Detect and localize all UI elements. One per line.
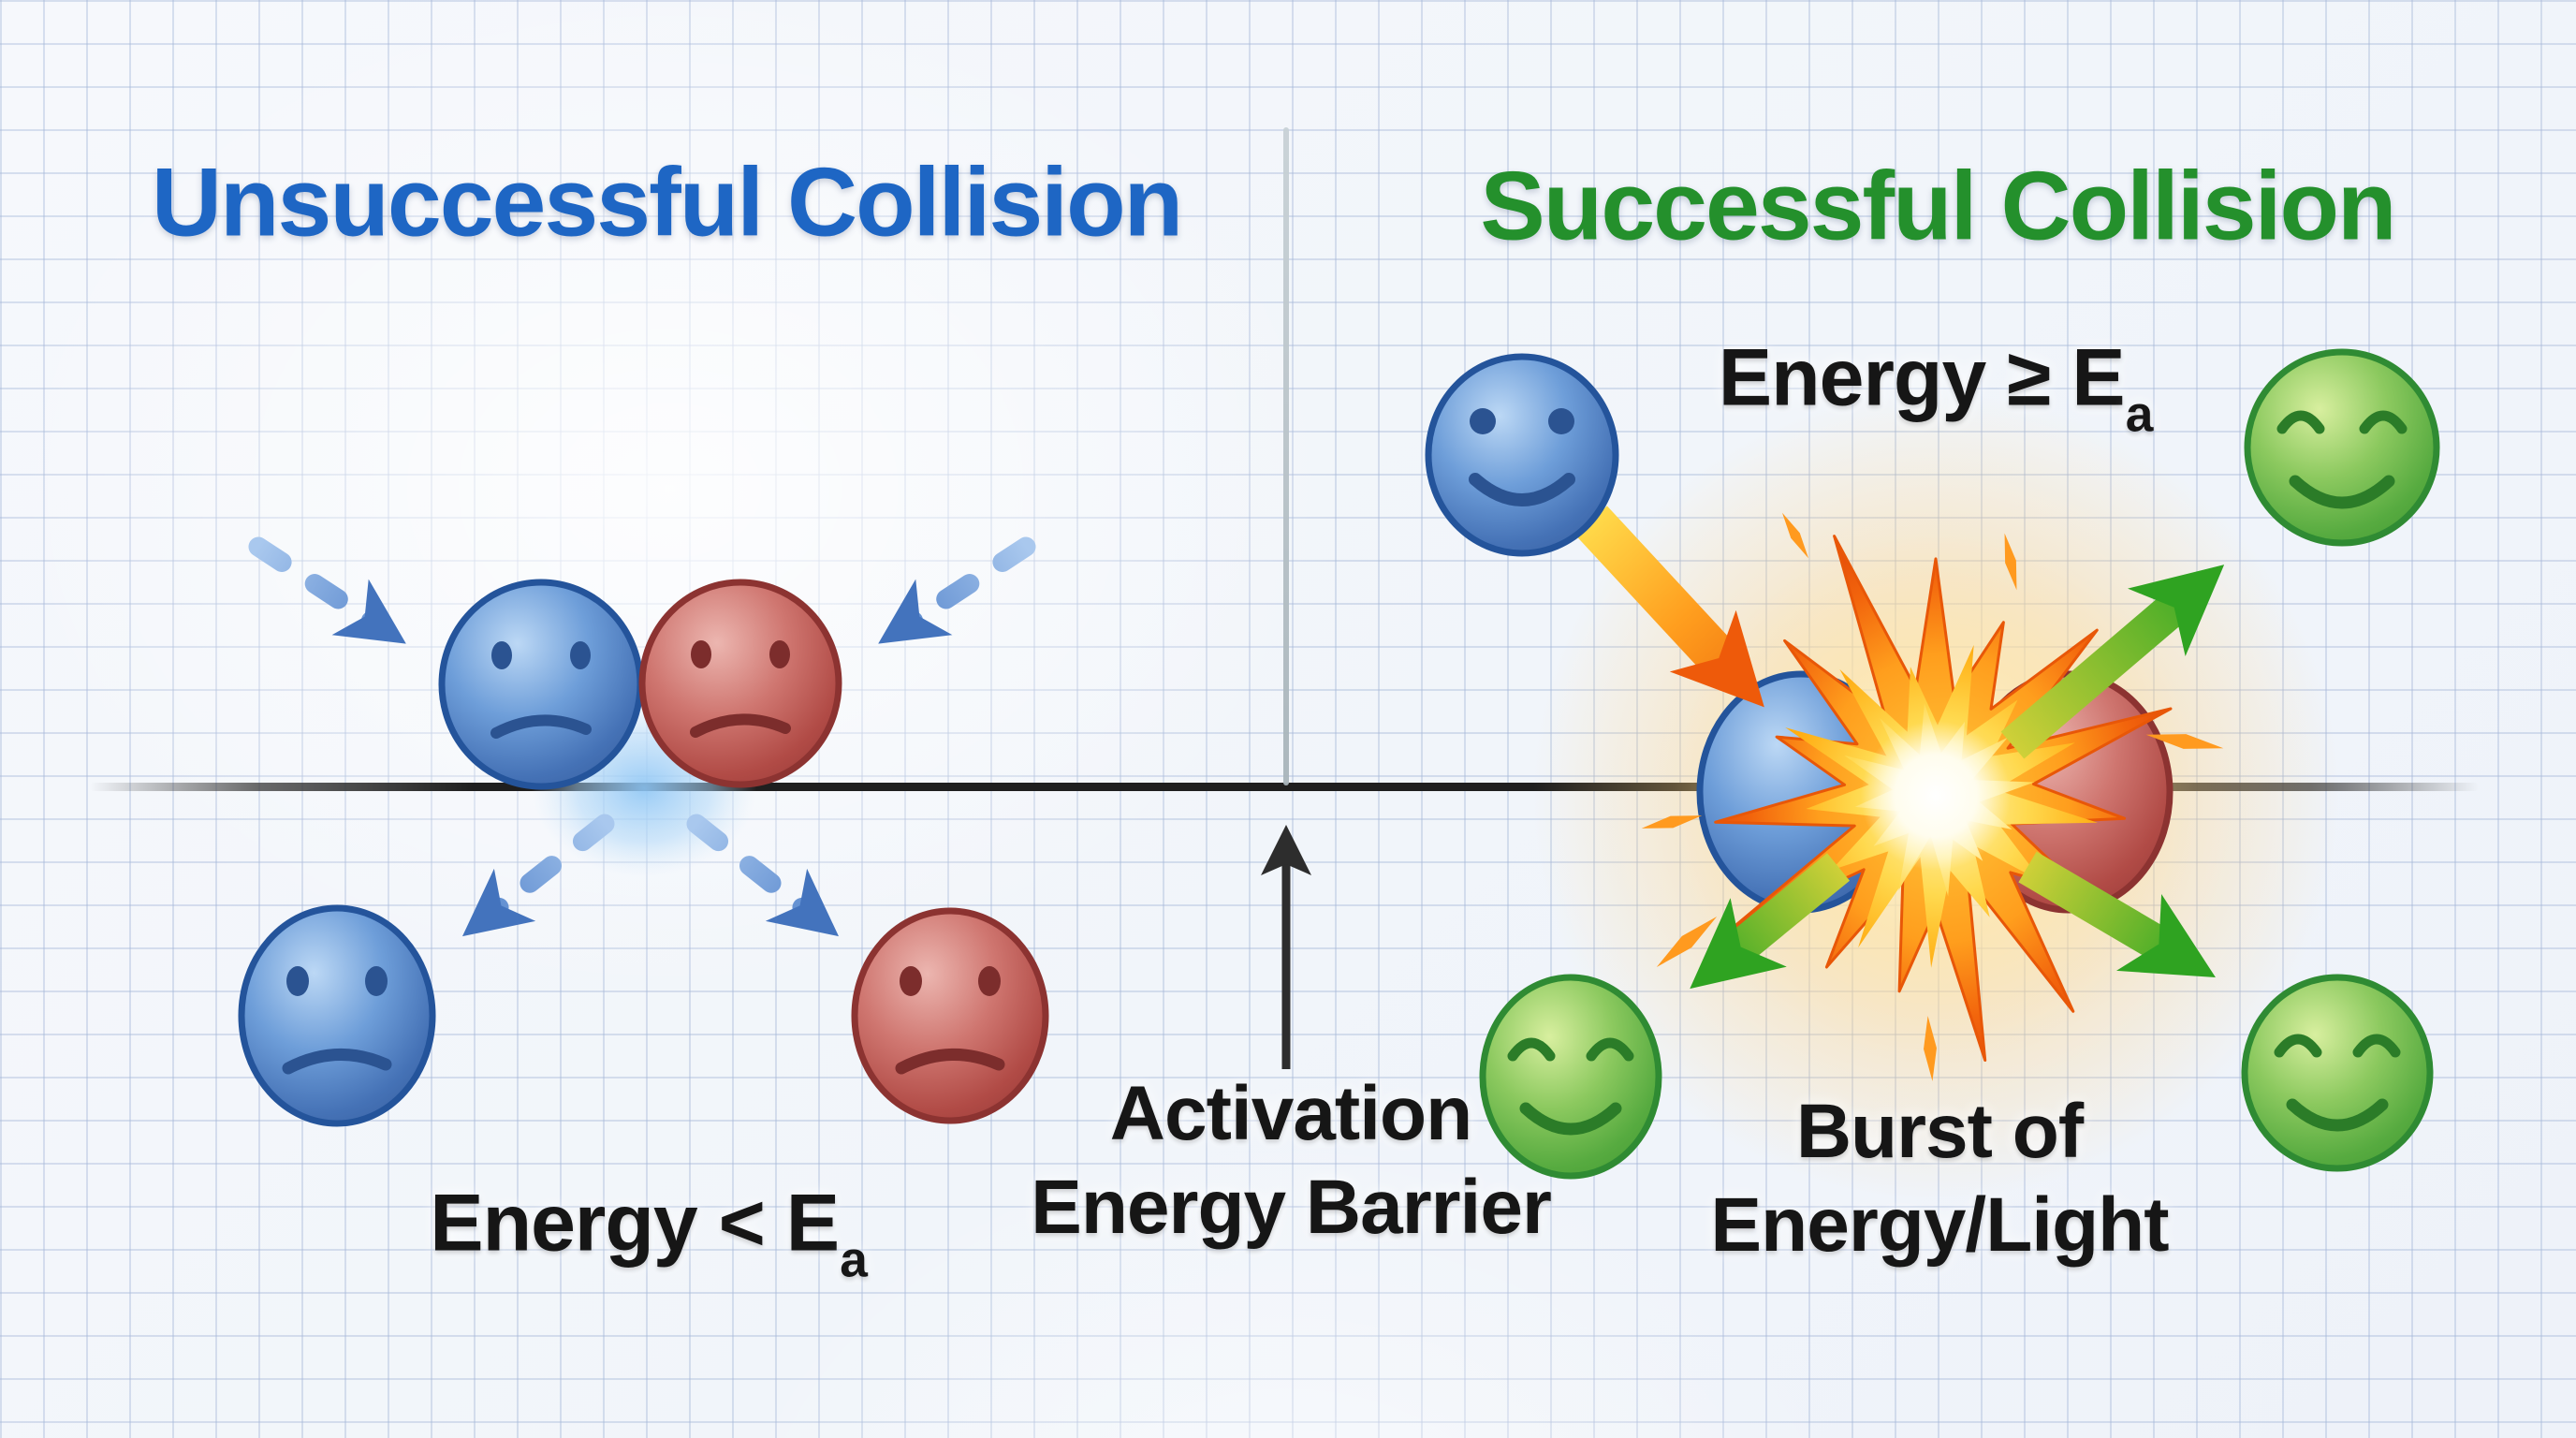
left-panel-title: Unsuccessful Collision [151, 148, 1183, 257]
molecule-green-smile-top-right [2244, 348, 2440, 547]
eye [1548, 408, 1574, 434]
molecule-blue-frown-colliding [438, 579, 644, 790]
eye [978, 966, 1001, 996]
smile-mouth [1519, 1102, 1622, 1136]
incoming-arrow-left-icon [248, 536, 406, 644]
happy-eye [2359, 410, 2408, 434]
bounce-arrow-left-icon [461, 814, 615, 937]
molecule-blue-smile [1425, 353, 1619, 557]
molecule-red-frown-colliding [638, 579, 842, 788]
eye [365, 966, 388, 996]
explosion-starburst [1641, 512, 2224, 1081]
bounce-arrow-right-icon [686, 814, 840, 937]
frown-mouth [690, 713, 791, 738]
happy-eye [2274, 1034, 2322, 1058]
eye [1470, 408, 1496, 434]
activation-line1: Activation [1109, 1070, 1472, 1156]
dashed-collision-arrows [248, 536, 1036, 937]
smile-mouth [2289, 475, 2395, 509]
smile-mouth [2286, 1098, 2389, 1132]
eye [570, 641, 591, 669]
happy-eye [1586, 1037, 1634, 1062]
right-panel-title: Successful Collision [1480, 152, 2396, 261]
burst-spark [2004, 533, 2017, 591]
energy-ge-label: Energy ≥ E [1718, 332, 2126, 423]
happy-eye [2276, 410, 2325, 434]
activation-line2: Energy Barrier [1031, 1165, 1552, 1250]
left-energy-condition: Energy < Ea [430, 1177, 868, 1287]
burst-spark [1782, 512, 1808, 559]
burst-core-glow [1861, 721, 2011, 871]
burst-line2: Energy/Light [1710, 1182, 2169, 1268]
product-arrow-up-right-icon [2000, 565, 2225, 759]
eye [286, 966, 309, 996]
energy-lt-label: Energy < E [430, 1178, 840, 1269]
molecule-red-frown-separated [851, 907, 1049, 1124]
right-energy-condition: Energy ≥ Ea [1718, 331, 2154, 442]
frown-mouth [282, 1048, 392, 1075]
smile-mouth [1469, 473, 1575, 506]
eye [900, 966, 922, 996]
eye [769, 640, 790, 668]
activation-energy-barrier-label: Activation Energy Barrier [1031, 1067, 1552, 1255]
happy-eye [2352, 1034, 2401, 1058]
molecule-green-smile-bottom-right [2241, 974, 2434, 1172]
panel-divider-line [1283, 127, 1289, 785]
energy-subscript: a [2125, 387, 2154, 443]
burst-spark [1641, 815, 1703, 829]
product-arrow-down-right-icon [2018, 851, 2216, 978]
product-arrow-down-left-icon [1690, 853, 1851, 990]
incoming-arrow-right-icon [878, 536, 1036, 644]
frown-mouth [490, 714, 592, 739]
eye [491, 641, 512, 669]
burst-line1: Burst of [1795, 1088, 2084, 1174]
eye [691, 640, 711, 668]
molecule-green-smile-bottom-left [1479, 974, 1662, 1180]
energy-subscript: a [840, 1232, 868, 1288]
burst-spark [2145, 734, 2224, 749]
burst-spark [1924, 1016, 1937, 1081]
molecule-blue-frown-separated [238, 904, 436, 1127]
impact-arrow-icon [1575, 506, 1764, 708]
burst-of-energy-label: Burst of Energy/Light [1710, 1085, 2169, 1272]
frown-mouth [895, 1048, 1005, 1075]
happy-eye [1507, 1037, 1556, 1062]
